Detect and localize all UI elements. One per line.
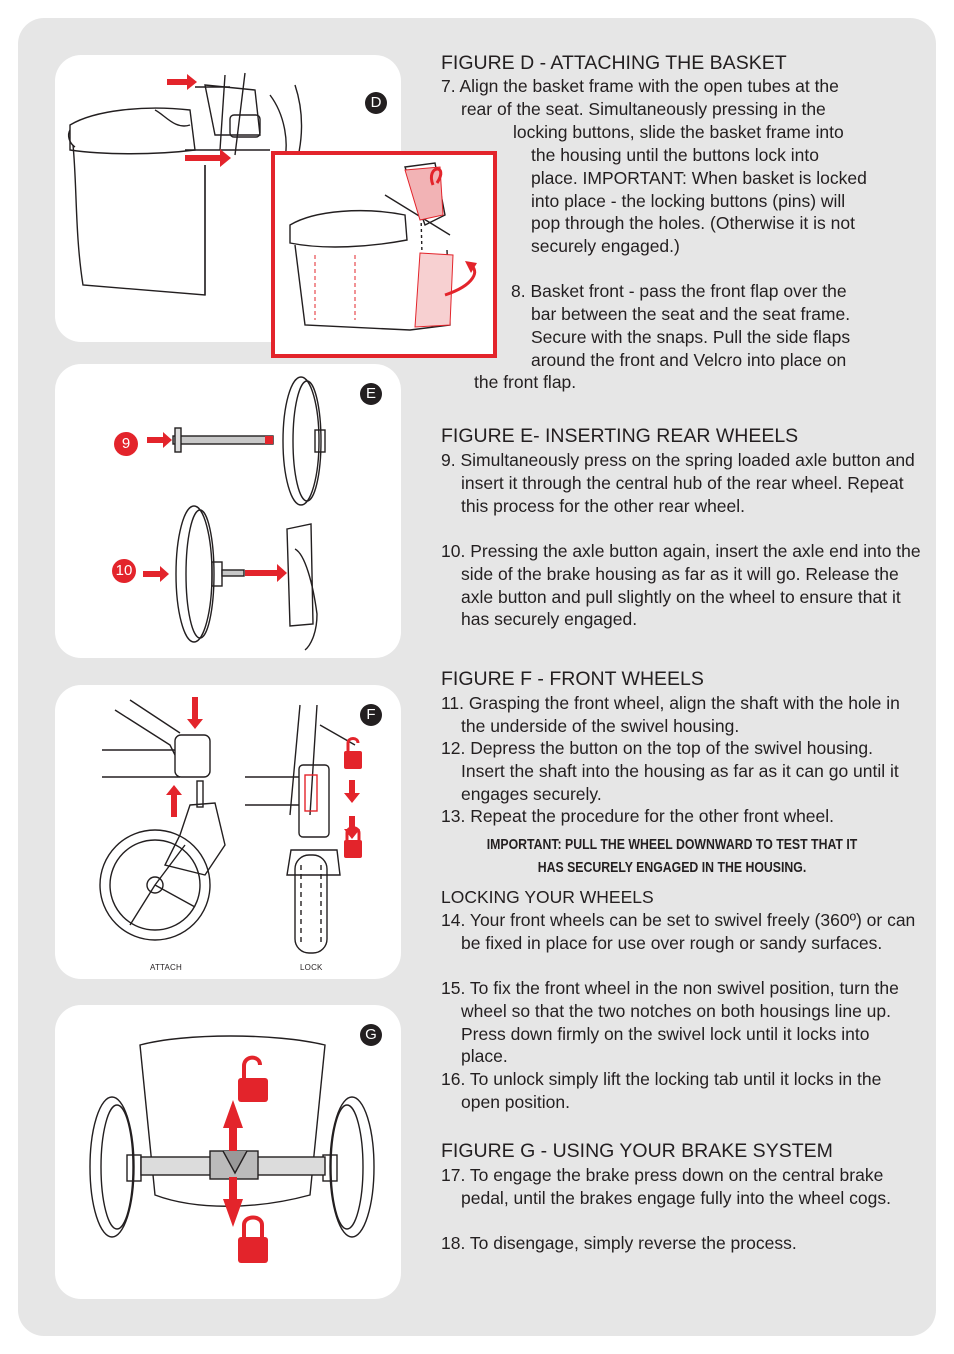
- figure-g-panel: G: [55, 1005, 401, 1299]
- figure-e-badge: E: [360, 383, 382, 405]
- figure-d-line-3: locking buttons, slide the basket frame …: [513, 122, 844, 142]
- figure-f-step-11: 11. Grasping the front wheel, align the …: [441, 693, 900, 736]
- figure-d-line-9: 8. Basket front - pass the front flap ov…: [511, 281, 847, 301]
- attach-caption: ATTACH: [150, 963, 183, 972]
- figure-d-line-11: Secure with the snaps. Pull the side fla…: [531, 327, 851, 347]
- basket-detail-illustration: [289, 162, 477, 331]
- step-9-marker: 9: [114, 432, 138, 456]
- figure-d-line-4: the housing until the buttons lock into: [531, 145, 819, 165]
- figure-g-step-17: 17. To engage the brake press down on th…: [441, 1165, 892, 1208]
- figure-d-line-7: pop through the holes. (Otherwise it is …: [531, 213, 855, 233]
- figure-d-line-1: 7. Align the basket frame with the open …: [441, 76, 839, 96]
- figure-e-illustration: [143, 376, 326, 651]
- figure-d-line-12: around the front and Velcro into place o…: [531, 350, 847, 370]
- figure-f-step-12: 12. Depress the button on the top of the…: [441, 738, 899, 804]
- figure-f-panel: ATTACH LOCK F: [55, 685, 401, 979]
- figure-d-line-8: securely engaged.): [531, 236, 680, 256]
- figure-d-inset: [271, 151, 497, 358]
- figure-d-title: FIGURE D - ATTACHING THE BASKET: [441, 52, 787, 74]
- figure-d-line-5: place. IMPORTANT: When basket is locked: [531, 168, 867, 188]
- figure-f-illustration: [99, 697, 362, 954]
- figure-e-panel: 9 10 E: [55, 364, 401, 658]
- figure-g-step-18: 18. To disengage, simply reverse the pro…: [441, 1233, 797, 1253]
- figure-g-illustration: [89, 1035, 375, 1263]
- figure-g-badge: G: [360, 1024, 382, 1046]
- figure-f-step-15: 15. To fix the front wheel in the non sw…: [441, 978, 899, 1067]
- figure-d-line-10: bar between the seat and the seat frame.: [531, 304, 851, 324]
- figure-e-title: FIGURE E- INSERTING REAR WHEELS: [441, 425, 799, 447]
- figure-f-badge: F: [360, 704, 382, 726]
- figure-d-badge: D: [365, 92, 387, 114]
- figure-g-title: FIGURE G - USING YOUR BRAKE SYSTEM: [441, 1140, 833, 1162]
- figure-d-line-6: into place - the locking buttons (pins) …: [531, 191, 846, 211]
- figure-e-step-10: 10. Pressing the axle button again, inse…: [441, 541, 921, 630]
- important-note-line-2: HAS SECURELY ENGAGED IN THE HOUSING.: [537, 859, 807, 876]
- figure-f-step-16: 16. To unlock simply lift the locking ta…: [441, 1069, 882, 1112]
- lock-caption: LOCK: [300, 963, 323, 972]
- locking-wheels-title: LOCKING YOUR WHEELS: [441, 887, 654, 907]
- figure-f-title: FIGURE F - FRONT WHEELS: [441, 668, 704, 690]
- step-10-marker: 10: [112, 559, 136, 583]
- important-note-line-1: IMPORTANT: PULL THE WHEEL DOWNWARD TO TE…: [486, 836, 858, 853]
- figure-f-step-13: 13. Repeat the procedure for the other f…: [441, 806, 835, 826]
- figure-d-line-2: rear of the seat. Simultaneously pressin…: [461, 99, 826, 119]
- figure-f-step-14: 14. Your front wheels can be set to swiv…: [441, 910, 916, 953]
- figure-d-illustration: [67, 72, 303, 296]
- figure-d-line-13: the front flap.: [474, 372, 577, 392]
- figure-e-step-9: 9. Simultaneously press on the spring lo…: [441, 450, 915, 516]
